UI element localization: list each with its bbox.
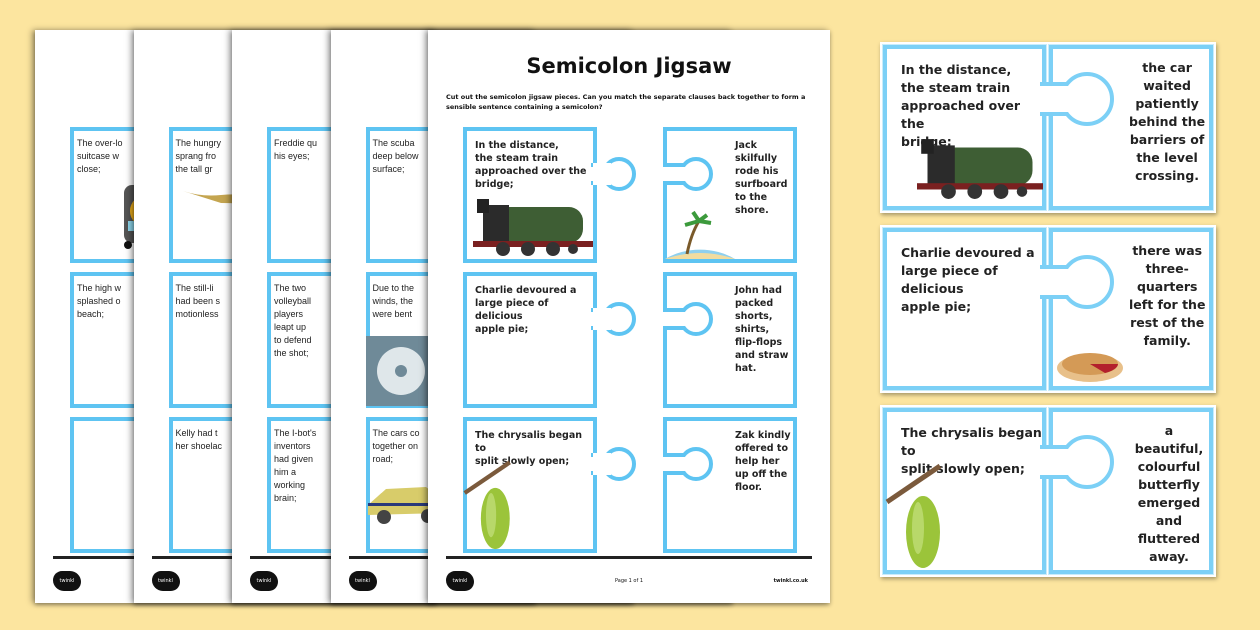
knob-neck: [1040, 449, 1072, 475]
page-number: Page 1 of 1: [614, 578, 644, 584]
jigsaw-card: Charlie devoured a large piece of delici…: [880, 225, 1216, 393]
apple-pie-image: [1055, 344, 1125, 388]
worksheet-instructions: Cut out the semicolon jigsaw pieces. Can…: [446, 93, 806, 111]
twinkl-logo: twinkl: [348, 571, 377, 591]
piece-text: The chrysalis began to split slowly open…: [901, 425, 1042, 476]
twinkl-logo: twinkl: [250, 571, 278, 591]
jigsaw-piece-right: Jack skilfully rode his surfboard to the…: [663, 127, 797, 263]
piece-text: a beautiful, colourful butterfly emerged…: [1134, 423, 1204, 564]
knob-neck: [1040, 86, 1072, 112]
jigsaw-piece-left: In the distance, the steam train approac…: [463, 127, 597, 263]
jigsaw-piece-left: In the distance, the steam train approac…: [882, 44, 1047, 211]
piece-text: Freddie qu his eyes;: [274, 138, 318, 161]
chrysalis-image: [463, 459, 523, 556]
piece-text: The I-bot's inventors had given him a wo…: [274, 428, 317, 503]
steam-train-image: [917, 137, 1043, 204]
piece-text: In the distance, the steam train approac…: [475, 140, 587, 190]
jigsaw-card: In the distance, the steam train approac…: [880, 42, 1216, 213]
piece-text: Charlie devoured a large piece of delici…: [901, 245, 1035, 314]
socket-neck: [663, 167, 687, 181]
piece-text: Charlie devoured a large piece of delici…: [475, 285, 577, 335]
knob-neck: [593, 308, 611, 330]
knob-neck: [593, 163, 611, 185]
piece-text: The two volleyball players leapt up to d…: [274, 283, 312, 358]
piece-text: The cars co together on road;: [372, 428, 420, 464]
jigsaw-piece-right: the car waited patiently behind the barr…: [1048, 44, 1214, 211]
steam-train-image: [473, 197, 593, 261]
jigsaw-card: The chrysalis began to split slowly open…: [880, 405, 1216, 577]
hurricane-image: [365, 336, 436, 410]
piece-text: The over-lo suitcase w close;: [77, 138, 123, 174]
jigsaw-knob: [602, 447, 636, 481]
socket-neck: [663, 312, 687, 326]
footer-line: [446, 556, 812, 559]
jigsaw-piece-right: a beautiful, colourful butterfly emerged…: [1048, 407, 1214, 575]
piece-text: Zak kindly offered to help her up off th…: [735, 430, 791, 493]
piece-text: The scuba deep below surface;: [372, 138, 419, 174]
socket-neck: [663, 457, 687, 471]
piece-text: The still-li had been s motionless: [175, 283, 221, 319]
website-url: twinkl.co.uk: [773, 578, 808, 584]
piece-text: The hungry sprang fro the tall gr: [175, 138, 222, 174]
worksheet-title: Semicolon Jigsaw: [526, 54, 732, 78]
jigsaw-piece-right: there was three- quarters left for the r…: [1048, 227, 1214, 391]
twinkl-logo: twinkl: [53, 571, 81, 591]
jigsaw-piece-left: Charlie devoured a large piece of delici…: [882, 227, 1047, 391]
jigsaw-piece-left: The chrysalis began to split slowly open…: [882, 407, 1047, 576]
knob-neck: [593, 453, 611, 475]
jigsaw-piece-right: Zak kindly offered to help her up off th…: [663, 417, 797, 553]
piece-text: Due to the winds, the were bent: [372, 283, 415, 319]
piece-text: Kelly had t her shoelac: [175, 428, 223, 451]
beach-image: [665, 209, 735, 263]
jigsaw-piece-left: The chrysalis began to split slowly open…: [463, 417, 597, 553]
piece-text: The chrysalis began to split slowly open…: [475, 430, 583, 467]
piece-text: Jack skilfully rode his surfboard to the…: [735, 140, 788, 216]
piece-text: there was three- quarters left for the r…: [1129, 243, 1206, 348]
piece-text: the car waited patiently behind the barr…: [1129, 60, 1206, 183]
piece-text: The high w splashed o beach;: [77, 283, 122, 319]
twinkl-logo: twinkl: [151, 571, 180, 591]
knob-neck: [1040, 269, 1072, 295]
twinkl-logo: twinkl: [446, 571, 474, 591]
piece-text: John had packed shorts, shirts, flip-flo…: [735, 285, 789, 374]
jigsaw-piece-left: Charlie devoured a large piece of delici…: [463, 272, 597, 408]
jigsaw-piece-right: John had packed shorts, shirts, flip-flo…: [663, 272, 797, 408]
chrysalis-image: [885, 462, 955, 576]
